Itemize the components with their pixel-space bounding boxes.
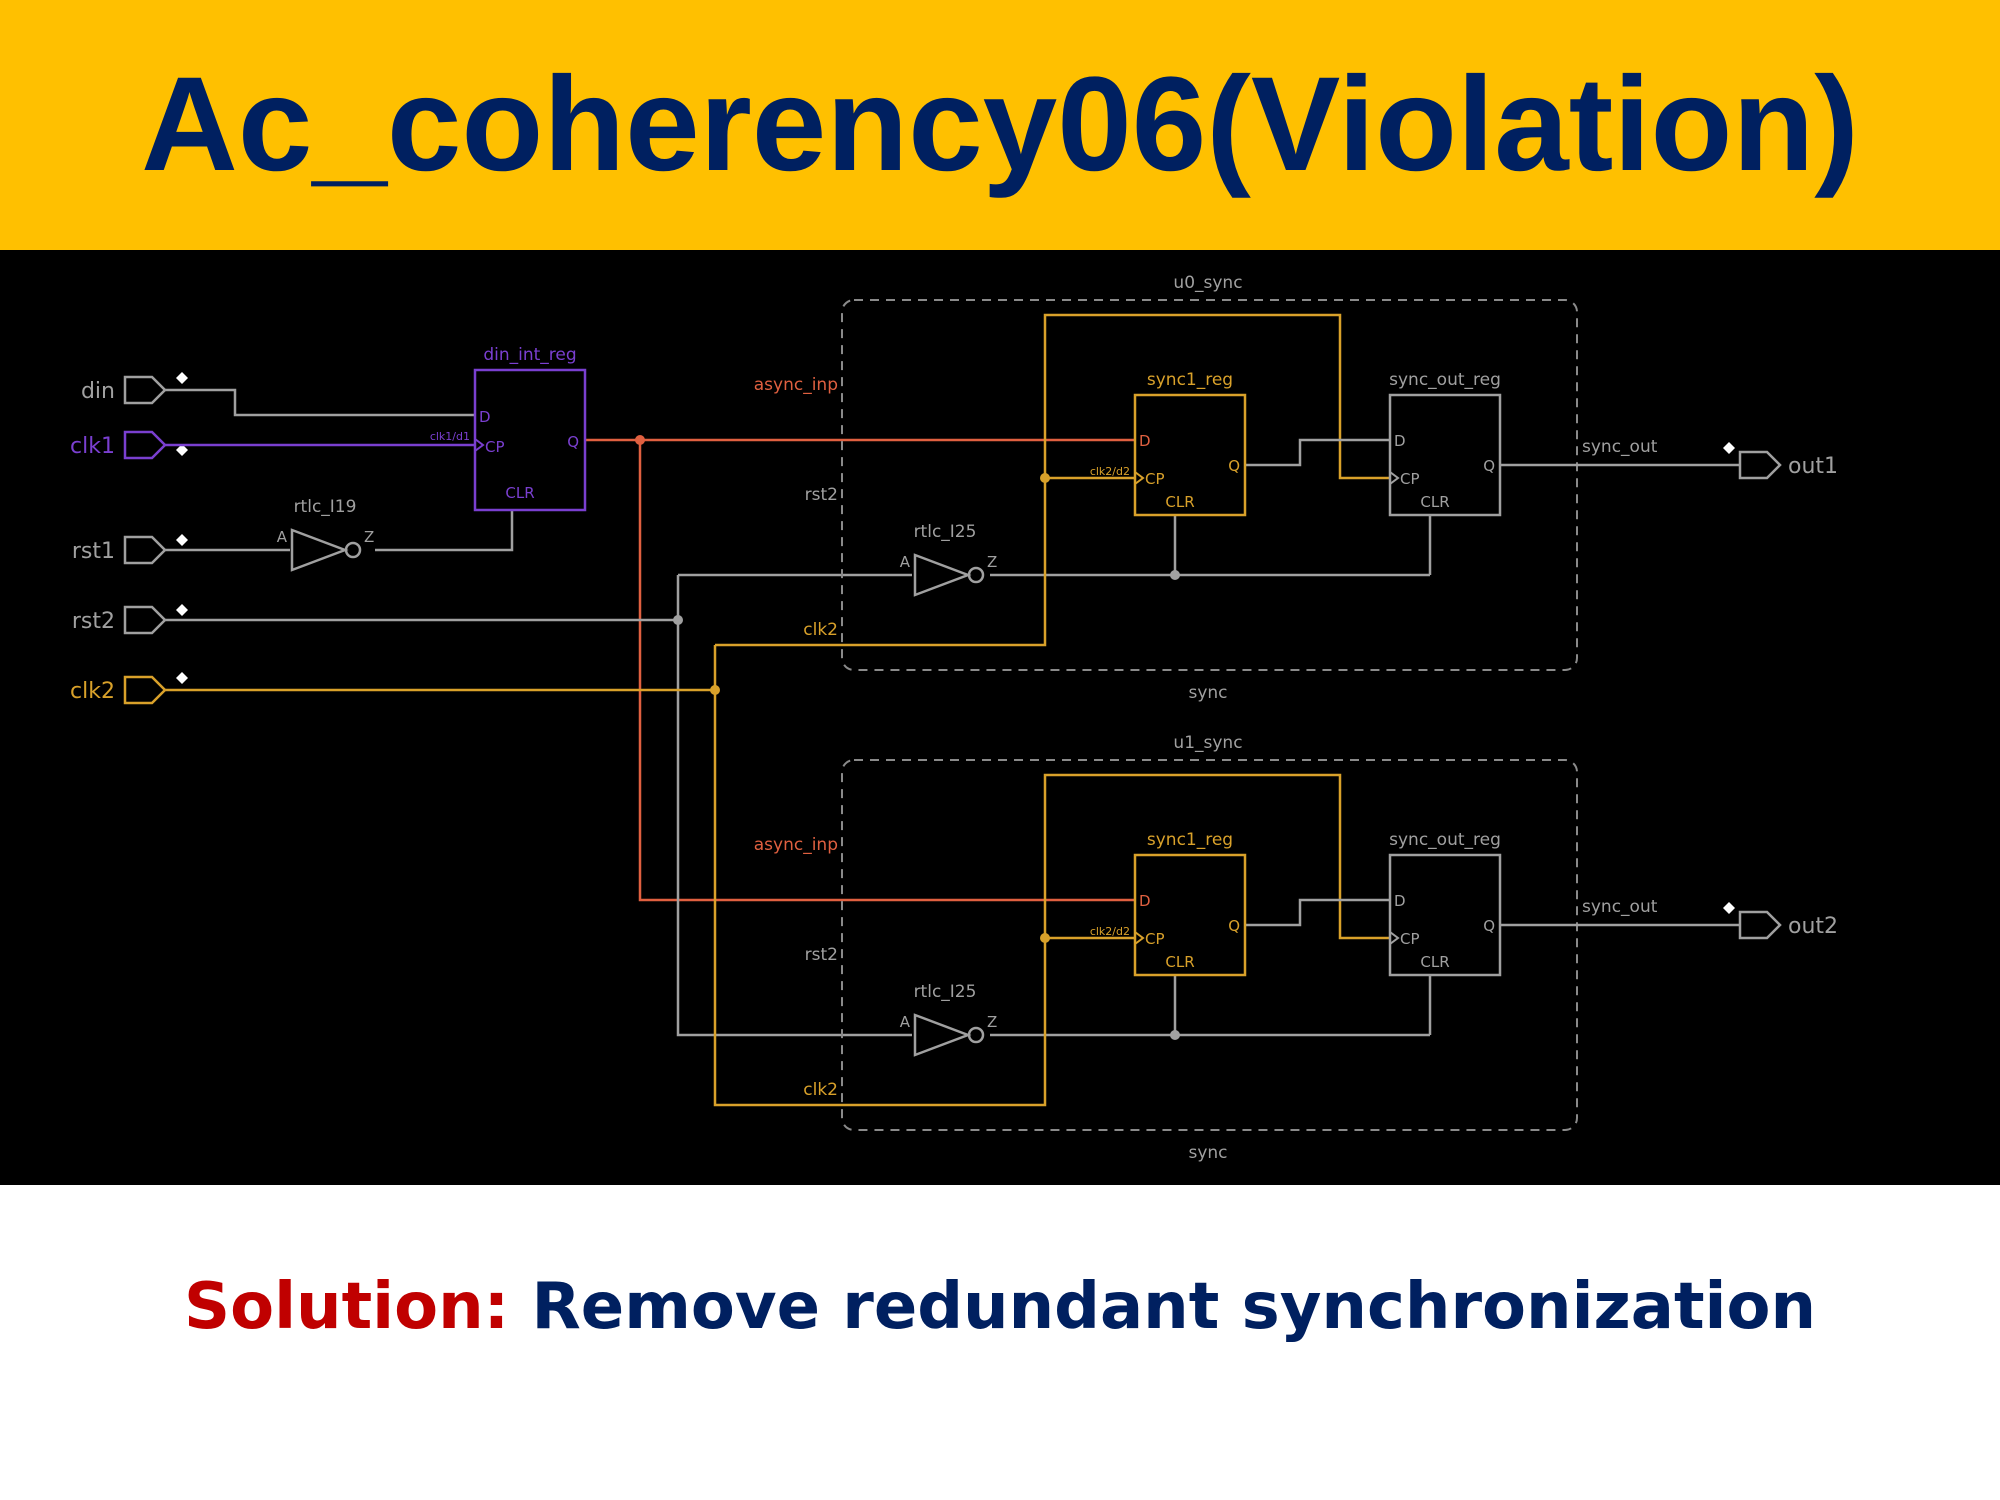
port-label-rst2: rst2: [72, 609, 115, 634]
din-int-reg-pin-q: Q: [567, 433, 579, 451]
inverter-u0: rtlc_I25 A Z: [900, 522, 997, 597]
sync-instance-u0: u0_sync: [1173, 273, 1242, 293]
solution-label: Solution:: [184, 1270, 510, 1344]
port-label-din: din: [81, 379, 115, 404]
port-label-clk2: clk2: [70, 679, 115, 704]
sync1-reg-u1-pin-clr: CLR: [1165, 953, 1194, 971]
solution-text: Solution: Remove redundant synchronizati…: [0, 1270, 2000, 1344]
inverter-u1-pin-a: A: [900, 1013, 911, 1031]
port-label-rst1: rst1: [72, 539, 115, 564]
port-label-out2: out2: [1788, 914, 1838, 939]
din-int-reg-clk-label: clk1/d1: [430, 430, 470, 443]
sync-block-u1: u1_sync sync async_inp rst2 clk2 sync_ou…: [754, 733, 1740, 1163]
schematic-diagram: din clk1 rst1 rst2 clk2: [0, 250, 2000, 1185]
sync-out-reg-u0-pin-d: D: [1394, 432, 1406, 450]
input-port-clk1: clk1: [70, 430, 188, 460]
sync1-reg-u0-clk-label: clk2/d2: [1090, 465, 1130, 478]
title-bar: [0, 0, 2000, 250]
sync1-reg-u1-pin-q: Q: [1228, 917, 1240, 935]
sync-out-reg-u0-name: sync_out_reg: [1389, 370, 1501, 390]
inverter-u1-name: rtlc_I25: [914, 982, 977, 1002]
solution-body: Remove redundant synchronization: [531, 1270, 1817, 1344]
top-level-wires: [165, 388, 850, 1107]
sync-out-reg-u0: sync_out_reg D CP Q CLR: [1388, 370, 1502, 517]
sync1-reg-u0-pin-clr: CLR: [1165, 493, 1194, 511]
inverter-rtlc-i19-pin-a: A: [277, 528, 288, 546]
net-label-clk2-u0: clk2: [803, 620, 838, 640]
din-int-reg: din_int_reg D CP Q CLR clk1/d1: [430, 345, 587, 512]
sync1-reg-u1-pin-d: D: [1139, 892, 1151, 910]
sync1-reg-u0: sync1_reg D CP Q CLR clk2/d2: [1090, 370, 1247, 517]
inverter-u1-pin-z: Z: [987, 1013, 997, 1031]
schematic-background: [0, 250, 2000, 1185]
inverter-u0-name: rtlc_I25: [914, 522, 977, 542]
sync1-reg-u0-name: sync1_reg: [1147, 370, 1233, 390]
sync-block-u0: u0_sync sync async_inp rst2 clk2 sync_ou…: [754, 273, 1740, 703]
output-port-out2: out2: [1723, 902, 1838, 940]
port-label-clk1: clk1: [70, 434, 115, 459]
net-label-async-u0: async_inp: [754, 375, 838, 395]
port-label-out1: out1: [1788, 454, 1838, 479]
sync1-reg-u0-pin-cp: CP: [1145, 470, 1165, 488]
din-int-reg-name: din_int_reg: [483, 345, 576, 365]
output-port-out1: out1: [1723, 442, 1838, 480]
sync1-reg-u1: sync1_reg D CP Q CLR clk2/d2: [1090, 830, 1247, 977]
sync1-reg-u1-name: sync1_reg: [1147, 830, 1233, 850]
sync1-reg-u1-pin-cp: CP: [1145, 930, 1165, 948]
input-port-rst2: rst2: [72, 604, 188, 635]
sync-out-reg-u0-pin-cp: CP: [1400, 470, 1420, 488]
din-int-reg-pin-cp: CP: [485, 438, 505, 456]
sync-out-reg-u1: sync_out_reg D CP Q CLR: [1388, 830, 1502, 977]
net-label-rst2-u0: rst2: [805, 485, 838, 505]
net-label-rst2-u1: rst2: [805, 945, 838, 965]
net-label-clk2-u1: clk2: [803, 1080, 838, 1100]
din-int-reg-pin-d: D: [479, 408, 491, 426]
net-label-async-u1: async_inp: [754, 835, 838, 855]
din-int-reg-pin-clr: CLR: [505, 484, 534, 502]
sync-out-reg-u1-pin-d: D: [1394, 892, 1406, 910]
sync1-reg-u0-pin-q: Q: [1228, 457, 1240, 475]
input-port-rst1: rst1: [72, 534, 188, 565]
net-label-syncout-u0: sync_out: [1582, 437, 1658, 457]
inverter-u0-pin-a: A: [900, 553, 911, 571]
input-port-din: din: [81, 372, 188, 405]
page-title: Ac_coherency06(Violation): [141, 50, 1859, 199]
sync-out-reg-u1-pin-q: Q: [1483, 917, 1495, 935]
net-label-syncout-u1: sync_out: [1582, 897, 1658, 917]
inverter-rtlc-i19-name: rtlc_I19: [294, 497, 357, 517]
inverter-u1: rtlc_I25 A Z: [900, 982, 997, 1057]
sync1-reg-u0-pin-d: D: [1139, 432, 1151, 450]
sync-instance-u1: u1_sync: [1173, 733, 1242, 753]
inverter-u0-pin-z: Z: [987, 553, 997, 571]
inverter-rtlc-i19: rtlc_I19 A Z: [277, 497, 374, 572]
sync-module-u1: sync: [1188, 1143, 1227, 1163]
wire-junctions: [635, 435, 720, 695]
sync-out-reg-u1-name: sync_out_reg: [1389, 830, 1501, 850]
sync-out-reg-u1-pin-cp: CP: [1400, 930, 1420, 948]
input-port-clk2: clk2: [70, 672, 188, 705]
sync-out-reg-u0-pin-clr: CLR: [1420, 493, 1449, 511]
sync1-reg-u1-clk-label: clk2/d2: [1090, 925, 1130, 938]
sync-out-reg-u0-pin-q: Q: [1483, 457, 1495, 475]
inverter-rtlc-i19-pin-z: Z: [364, 528, 374, 546]
sync-module-u0: sync: [1188, 683, 1227, 703]
sync-out-reg-u1-pin-clr: CLR: [1420, 953, 1449, 971]
